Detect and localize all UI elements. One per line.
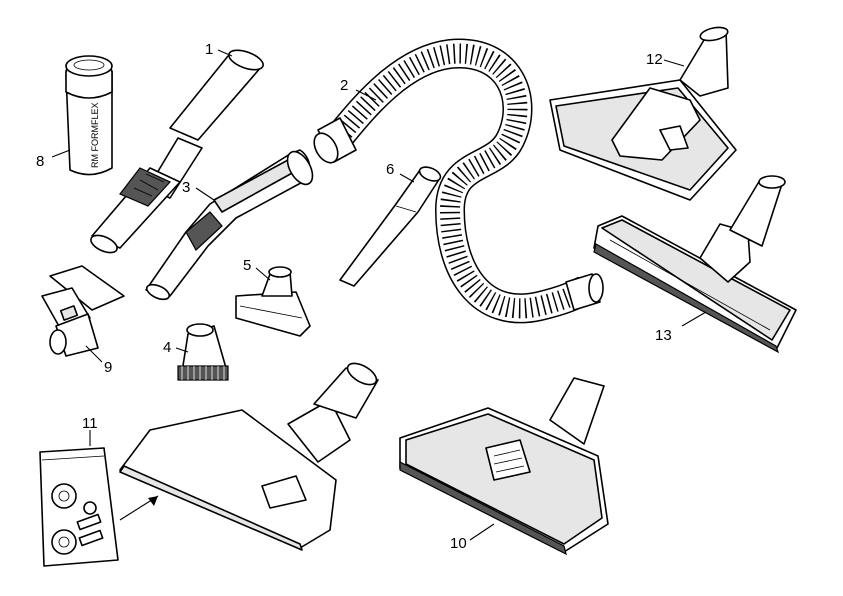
turbo-nozzle-drawing: [399, 377, 609, 556]
part-label-11: 11: [82, 415, 98, 432]
lubricant-can-text: RM FORMFLEX: [90, 102, 100, 168]
part-label-1: 1: [205, 41, 213, 58]
leader-line-1: [217, 49, 233, 57]
part-label-13: 13: [655, 327, 672, 344]
parquet-nozzle-drawing: [593, 175, 797, 354]
crevice-tool-drawing: [339, 166, 442, 287]
leader-line-10: [469, 523, 495, 541]
leader-line-12: [663, 59, 685, 67]
handle-drawing: [145, 149, 314, 301]
combination-nozzle-drawing: [119, 362, 379, 551]
part-label-3: 3: [182, 179, 190, 196]
part-label-9: 9: [104, 359, 112, 376]
leader-line-9: [85, 345, 103, 363]
tube-drawing: [90, 49, 264, 254]
upholstery-nozzle-drawing: [235, 266, 311, 337]
floor-nozzle-drawing: [549, 26, 737, 201]
part-label-6: 6: [386, 161, 394, 178]
leader-line-6: [399, 173, 415, 183]
leader-line-3: [195, 187, 215, 201]
part-label-5: 5: [243, 257, 251, 274]
leader-line-13: [681, 311, 707, 327]
arrow-head-icon: [148, 496, 158, 506]
part-label-8: 8: [36, 153, 44, 170]
leader-line-8: [51, 149, 71, 158]
part-label-10: 10: [450, 535, 467, 552]
part-label-2: 2: [340, 77, 348, 94]
part-label-4: 4: [163, 339, 171, 356]
leader-line-4: [175, 347, 189, 353]
hose-drawing: [313, 38, 604, 324]
leader-line-2: [355, 89, 377, 101]
lubricant-tube-drawing: RM FORMFLEX: [65, 55, 113, 176]
part-label-12: 12: [646, 51, 663, 68]
spare-parts-bag-drawing: [39, 447, 119, 567]
hose-clip-drawing: [41, 265, 125, 357]
leader-line-5: [255, 267, 271, 281]
dusting-brush-drawing: [177, 323, 229, 381]
